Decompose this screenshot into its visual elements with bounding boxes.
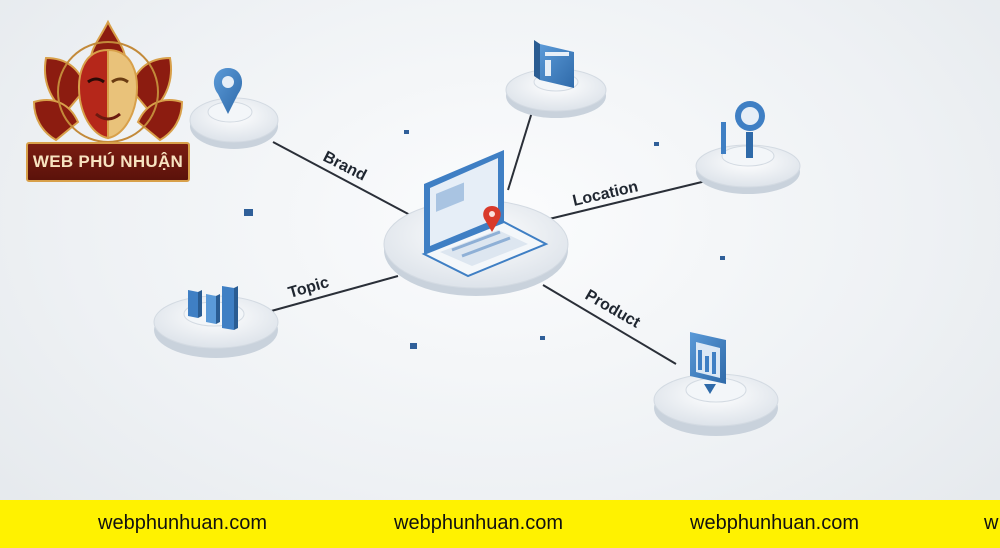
footer-domain-band: webphunhuan.com webphunhuan.com webphunh… [0, 500, 1000, 548]
document-chart-icon [690, 332, 726, 394]
location-pin-icon [213, 68, 243, 114]
laptop-icon [421, 150, 549, 278]
logo-banner-text: WEB PHÚ NHUẬN [26, 142, 190, 182]
edge-label-topic: Topic [286, 274, 331, 302]
edge-location-line [544, 180, 707, 221]
edge-label-product: Product [582, 287, 643, 332]
magnifier-icon [721, 101, 765, 158]
decorative-dots [244, 130, 725, 349]
footer-domain-text-partial[interactable]: w [984, 512, 999, 534]
map-pin-icon [483, 206, 501, 232]
footer-domain-text[interactable]: webphunhuan.com [690, 512, 860, 534]
node-window [505, 40, 607, 118]
edge-topic-line [263, 275, 399, 314]
edge-window-line [507, 111, 533, 191]
edge-product-line [542, 284, 677, 365]
node-pin [189, 68, 279, 149]
edge-brand-line [272, 141, 413, 217]
node-document [653, 332, 779, 436]
footer-domain-text[interactable]: webphunhuan.com [98, 512, 268, 534]
node-search [695, 101, 801, 194]
footer-domain-text[interactable]: webphunhuan.com [394, 512, 564, 534]
diagram-scene: Brand Location Topic Product [153, 40, 801, 436]
mask-emblem-icon [32, 19, 184, 143]
bar-chart-icon [188, 286, 238, 330]
connector-lines [263, 111, 707, 365]
node-bars [153, 286, 279, 358]
web-phu-nhuan-logo[interactable]: WEB PHÚ NHUẬN [26, 18, 190, 188]
browser-window-icon [534, 40, 574, 88]
